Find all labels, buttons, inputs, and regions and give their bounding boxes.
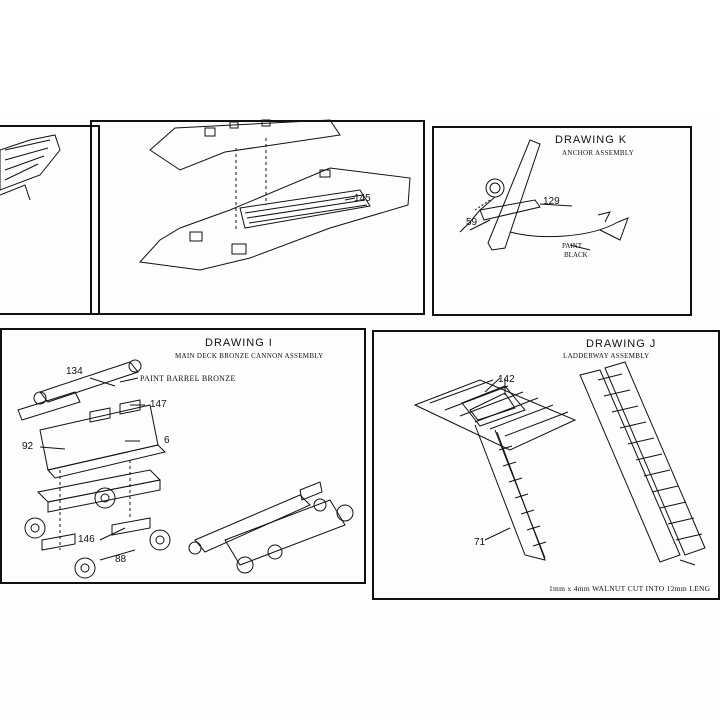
part-label-88: 88 — [115, 554, 127, 565]
drawing-k-panel — [432, 126, 692, 316]
hull-fragment-panel — [0, 125, 100, 315]
drawing-k-title: DRAWING K — [555, 134, 628, 146]
drawing-i-panel — [0, 328, 366, 584]
drawing-j-title: DRAWING J — [586, 338, 657, 350]
leader-lines — [39, 219, 696, 566]
background-margin — [0, 0, 720, 118]
part-label-129: 129 — [543, 196, 560, 207]
drawing-j-panel — [372, 330, 720, 600]
part-label-146: 146 — [78, 534, 95, 545]
drawing-k-subtitle: ANCHOR ASSEMBLY — [562, 149, 635, 157]
part-label-92: 92 — [22, 441, 34, 452]
part-label-145: 145 — [354, 193, 371, 204]
deck-drawing-panel — [90, 120, 425, 315]
hull-fragment-drawing — [0, 134, 61, 201]
part-label-142: 142 — [498, 374, 515, 385]
part-label-147: 147 — [150, 399, 167, 410]
drawing-i-subtitle: MAIN DECK BRONZE CANNON ASSEMBLY — [175, 352, 324, 360]
drawing-i-title: DRAWING I — [205, 337, 273, 349]
part-label-6: 6 — [164, 435, 170, 446]
drawing-i-paint-note: PAINT BARREL BRONZE — [140, 374, 236, 383]
anchor-drawing — [459, 139, 629, 251]
ladderway-drawing — [413, 361, 706, 563]
deck-drawing — [138, 119, 411, 271]
part-label-71: 71 — [474, 537, 486, 548]
paint-note-line1: PAINT — [562, 242, 582, 250]
drawing-j-subtitle: LADDERWAY ASSEMBLY — [563, 352, 650, 360]
cannon-assembly-drawing — [17, 359, 354, 579]
part-label-59: 59 — [466, 217, 478, 228]
paint-note-line2: BLACK — [564, 251, 588, 259]
part-label-134: 134 — [66, 366, 83, 377]
drawing-j-footer-note: 1mm x 4mm WALNUT CUT INTO 12mm LENG — [549, 584, 711, 593]
